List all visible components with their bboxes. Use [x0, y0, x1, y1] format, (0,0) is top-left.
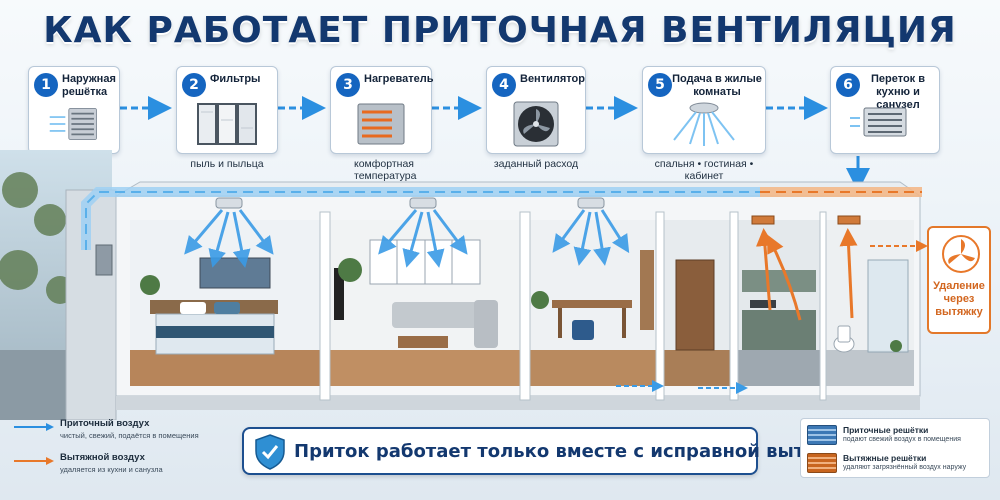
- exhaust-fan-icon: [942, 235, 980, 273]
- supply-duct: [81, 187, 760, 250]
- step-heater: 3 Нагреватель комфортная температура: [330, 66, 434, 194]
- supply-diffuser-icon: [673, 102, 735, 146]
- legend-exhaust-grilles: Вытяжные решётки удаляют загрязнённый во…: [807, 451, 987, 477]
- legend-exhaust-air: Вытяжной воздух удаляется из кухни и сан…: [14, 448, 234, 482]
- supply-grille-swatch: [807, 425, 837, 445]
- step-caption: заданный расход: [493, 158, 579, 170]
- legend-supply-grilles: Приточные решётки подают свежий воздух в…: [807, 423, 987, 449]
- legend-exhaust-title: Вытяжной воздух: [60, 452, 145, 463]
- legend-supply-grilles-title: Приточные решётки: [843, 425, 929, 435]
- exhaust-arrow-icon: [14, 457, 54, 465]
- filter-icon: [197, 103, 257, 145]
- legend-supply-grilles-desc: подают свежий воздух в помещения: [843, 436, 961, 443]
- step-caption: пыль и пыльца: [190, 158, 264, 170]
- step-outdoor-grille: 1 Наружная решётка: [28, 66, 120, 194]
- step-filters: 2 Фильтры пыль и пыльца: [176, 66, 278, 194]
- step-label: Наружная решётка: [62, 73, 116, 98]
- supply-diffusers: [215, 197, 605, 209]
- step-label: Вентилятор: [520, 73, 585, 85]
- bathroom-illustration: [833, 259, 909, 353]
- kitchen-illustration: [742, 270, 816, 350]
- shield-check-icon: [255, 434, 285, 470]
- page-title: КАК РАБОТАЕТ ПРИТОЧНАЯ ВЕНТИЛЯЦИЯ: [43, 10, 957, 51]
- grilles-legend: Приточные решётки подают свежий воздух в…: [800, 418, 990, 478]
- supply-air-arrows: [184, 209, 630, 268]
- legend-exhaust-desc: удаляется из кухни и санузла: [60, 465, 163, 474]
- door: [675, 259, 715, 351]
- important-note-banner: Приток работает только вместе с исправно…: [242, 427, 871, 475]
- supply-arrow-icon: [14, 423, 54, 431]
- banner-text: Приток работает только вместе с исправно…: [294, 441, 871, 462]
- step-number-badge: 5: [648, 73, 672, 97]
- transfer-air-arrows: [616, 380, 748, 394]
- exhaust-air-arrows: [755, 228, 858, 321]
- step-number-badge: 4: [492, 73, 516, 97]
- exhaust-grille-swatch: [807, 453, 837, 473]
- step-fan: 4 Вентилятор заданный расход: [486, 66, 586, 194]
- bedroom-illustration: [140, 257, 278, 355]
- legend-exhaust-grilles-desc: удаляют загрязнённый воздух наружу: [843, 464, 967, 471]
- fan-icon: [513, 101, 559, 147]
- air-legend: Приточный воздух чистый, свежий, подаётс…: [14, 414, 234, 482]
- outdoor-grille-icon: [49, 107, 97, 141]
- step-supply-rooms: 5 Подача в жилые комнаты спальня • гости…: [642, 66, 766, 194]
- step-caption: спальня • гостиная • кабинет: [654, 158, 754, 182]
- legend-supply-title: Приточный воздух: [60, 418, 150, 429]
- step-transfer: 6 Переток в кухню и санузел: [830, 66, 940, 194]
- apartment-cross-section: [0, 150, 928, 420]
- exhaust-removal-panel: Удаление через вытяжку: [927, 226, 991, 334]
- step-number-badge: 2: [182, 73, 206, 97]
- step-number-badge: 3: [336, 73, 360, 97]
- step-label: Фильтры: [210, 73, 261, 85]
- step-label: Нагреватель: [364, 73, 434, 85]
- exhaust-grilles: [751, 215, 861, 225]
- exhaust-removal-label: Удаление через вытяжку: [933, 280, 985, 318]
- legend-supply-air: Приточный воздух чистый, свежий, подаётс…: [14, 414, 234, 448]
- step-number-badge: 6: [836, 73, 860, 97]
- step-label: Подача в жилые комнаты: [672, 73, 762, 98]
- legend-exhaust-grilles-title: Вытяжные решётки: [843, 453, 927, 463]
- heater-icon: [357, 103, 405, 145]
- legend-supply-desc: чистый, свежий, подаётся в помещения: [60, 431, 199, 440]
- step-caption: комфортная температура: [354, 158, 417, 182]
- intake-grille: [95, 244, 113, 276]
- office-illustration: [531, 250, 654, 340]
- transfer-grille-icon: [850, 107, 907, 137]
- step-number-badge: 1: [34, 73, 58, 97]
